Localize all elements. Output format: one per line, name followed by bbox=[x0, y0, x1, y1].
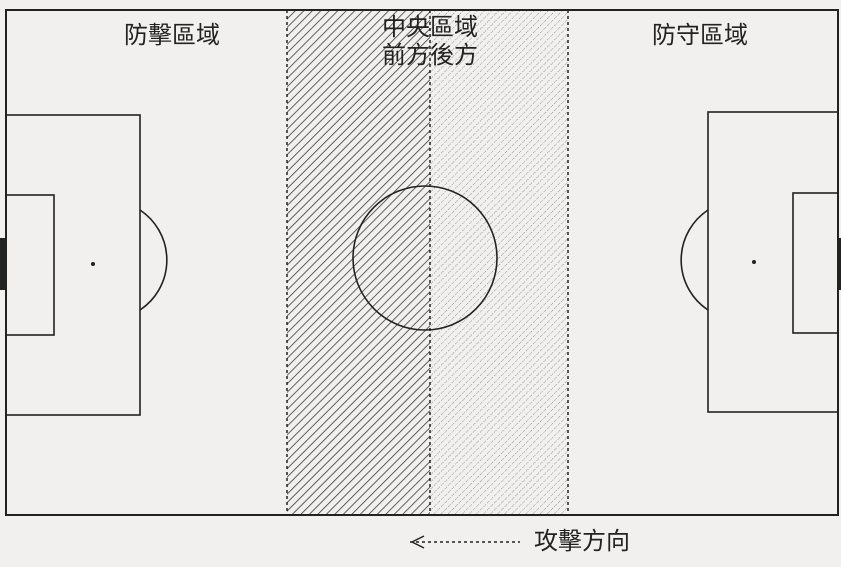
defense-zone-label: 防守區域 bbox=[652, 21, 748, 49]
left-penalty-box bbox=[5, 114, 141, 416]
direction-arrow-head bbox=[411, 535, 425, 549]
middle-zone-back-hatch bbox=[430, 10, 568, 515]
right-penalty-arc bbox=[680, 209, 709, 311]
left-goal-box bbox=[5, 194, 55, 336]
right-penalty-spot bbox=[752, 260, 756, 264]
attack-direction-label: 攻擊方向 bbox=[534, 527, 630, 555]
middle-zone-title: 中央區域 bbox=[382, 13, 478, 41]
left-penalty-arc bbox=[139, 209, 168, 311]
middle-zone-front-hatch bbox=[287, 10, 430, 515]
right-goal-box bbox=[792, 192, 839, 334]
attack-zone-label: 防擊區域 bbox=[124, 21, 220, 49]
right-penalty-box bbox=[707, 111, 839, 413]
left-penalty-spot bbox=[91, 262, 95, 266]
left-goal bbox=[0, 238, 6, 290]
middle-zone-subtitle: 前方後方 bbox=[382, 41, 478, 69]
center-circle bbox=[352, 185, 498, 331]
right-goal bbox=[838, 238, 841, 290]
